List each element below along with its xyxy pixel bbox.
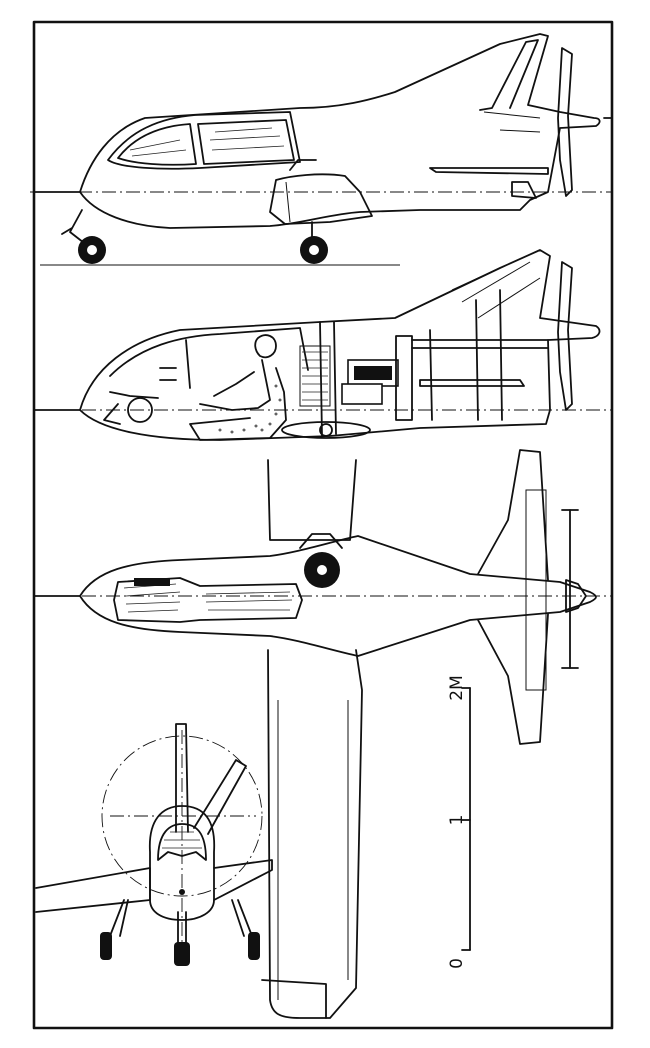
front-view	[35, 723, 273, 966]
side-view-cutaway	[33, 249, 612, 441]
side-view-exterior	[30, 33, 613, 266]
drawing-frame	[32, 20, 614, 1030]
top-plan-view	[33, 449, 612, 1019]
scale-label-zero: 0	[447, 958, 467, 969]
scale-label-two-m: 2M	[447, 675, 467, 700]
scale-bar: 0 1 2M	[447, 675, 471, 969]
scale-label-one: 1	[447, 815, 467, 826]
